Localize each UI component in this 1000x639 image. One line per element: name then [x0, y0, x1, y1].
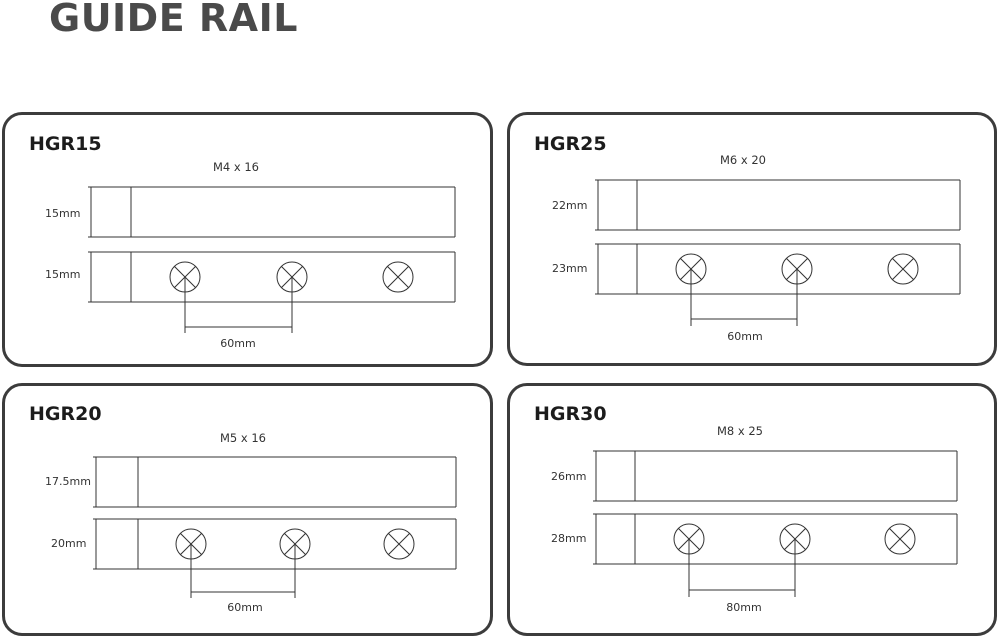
panel-hgr20: HGR20 M5 x 16 17.5mm 20mm 60mm: [2, 383, 493, 636]
mounting-hole-3: [383, 528, 415, 560]
mounting-hole-3: [382, 261, 414, 293]
screw-spec-label: M4 x 16: [213, 160, 259, 174]
bottom-rail-profile: [593, 513, 958, 565]
top-rail-height-label: 15mm: [45, 207, 81, 220]
rail-drawing: [93, 456, 457, 598]
pitch-dimension-line: [184, 277, 293, 333]
rail-drawing: [595, 179, 961, 326]
bottom-rail-profile: [93, 518, 457, 570]
bottom-rail-height-label: 23mm: [552, 262, 588, 275]
top-rail-profile: [88, 186, 456, 238]
panel-hgr15: HGR15 M4 x 16 15mm 15mm 60mm: [2, 112, 493, 367]
hole-pitch-label: 80mm: [726, 601, 762, 614]
rail-drawing: [593, 450, 958, 597]
pitch-dimension-line: [690, 269, 798, 326]
top-rail-height-label: 22mm: [552, 199, 588, 212]
bottom-rail-profile: [595, 243, 961, 295]
panel-title: HGR30: [534, 403, 607, 425]
panel-title: HGR20: [29, 403, 102, 425]
page-title: GUIDE RAIL: [49, 0, 298, 40]
top-rail-height-label: 17.5mm: [45, 475, 91, 488]
top-rail-profile: [593, 450, 958, 502]
hole-pitch-label: 60mm: [220, 337, 256, 350]
pitch-dimension-line: [688, 539, 796, 597]
bottom-rail-height-label: 28mm: [551, 532, 587, 545]
screw-spec-label: M5 x 16: [220, 431, 266, 445]
mounting-hole-3: [884, 523, 916, 555]
hole-pitch-label: 60mm: [727, 330, 763, 343]
screw-spec-label: M8 x 25: [717, 424, 763, 438]
bottom-rail-height-label: 20mm: [51, 537, 87, 550]
bottom-rail-height-label: 15mm: [45, 268, 81, 281]
top-rail-profile: [93, 456, 457, 508]
panel-title: HGR15: [29, 133, 102, 155]
top-rail-height-label: 26mm: [551, 470, 587, 483]
hole-pitch-label: 60mm: [227, 601, 263, 614]
panel-hgr30: HGR30 M8 x 25 26mm 28mm 80mm: [507, 383, 997, 636]
top-rail-profile: [595, 179, 961, 231]
pitch-dimension-line: [190, 544, 296, 598]
panel-hgr25: HGR25 M6 x 20 22mm 23mm 60mm: [507, 112, 997, 366]
rail-drawing: [88, 186, 456, 333]
mounting-hole-3: [887, 253, 919, 285]
bottom-rail-profile: [88, 251, 456, 303]
screw-spec-label: M6 x 20: [720, 153, 766, 167]
panel-title: HGR25: [534, 133, 607, 155]
